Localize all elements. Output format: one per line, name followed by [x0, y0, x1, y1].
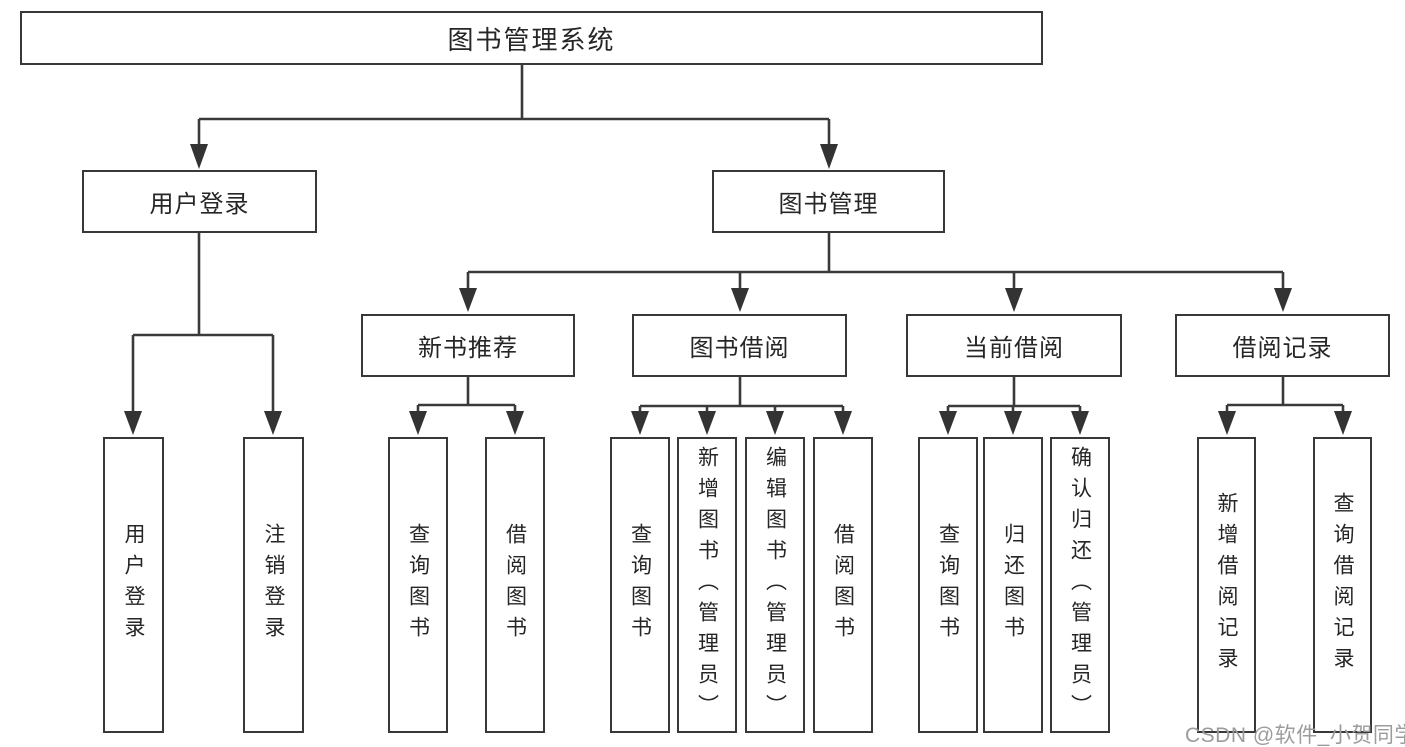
leaf-borrow-books-recommend: 借阅图书 [485, 437, 545, 733]
leaf-query-borrow-record: 查询借阅记录 [1313, 437, 1372, 733]
node-new-book-recommend: 新书推荐 [361, 314, 575, 377]
leaf-edit-book-admin: 编辑图书（管理员） [745, 437, 805, 733]
csdn-watermark: CSDN @软件_小贺同学 [1185, 724, 1405, 747]
leaf-logout: 注销登录 [243, 437, 304, 733]
leaf-confirm-return-admin: 确认归还（管理员） [1050, 437, 1110, 733]
arrowheads [124, 144, 1352, 435]
node-library-management-system: 图书管理系统 [20, 11, 1043, 65]
node-borrowing-records: 借阅记录 [1175, 314, 1390, 377]
leaf-add-book-admin: 新增图书（管理员） [677, 437, 737, 733]
leaf-return-book: 归还图书 [983, 437, 1043, 733]
leaf-borrow-books-borrowing: 借阅图书 [813, 437, 873, 733]
node-user-login: 用户登录 [82, 170, 317, 233]
leaf-query-books-current: 查询图书 [918, 437, 978, 733]
leaf-query-books-borrowing: 查询图书 [610, 437, 670, 733]
node-book-management: 图书管理 [712, 170, 945, 233]
leaf-user-login: 用户登录 [103, 437, 164, 733]
leaf-query-books-recommend: 查询图书 [388, 437, 448, 733]
leaf-add-borrow-record: 新增借阅记录 [1197, 437, 1256, 733]
node-current-borrowing: 当前借阅 [906, 314, 1122, 377]
node-book-borrowing: 图书借阅 [632, 314, 847, 377]
